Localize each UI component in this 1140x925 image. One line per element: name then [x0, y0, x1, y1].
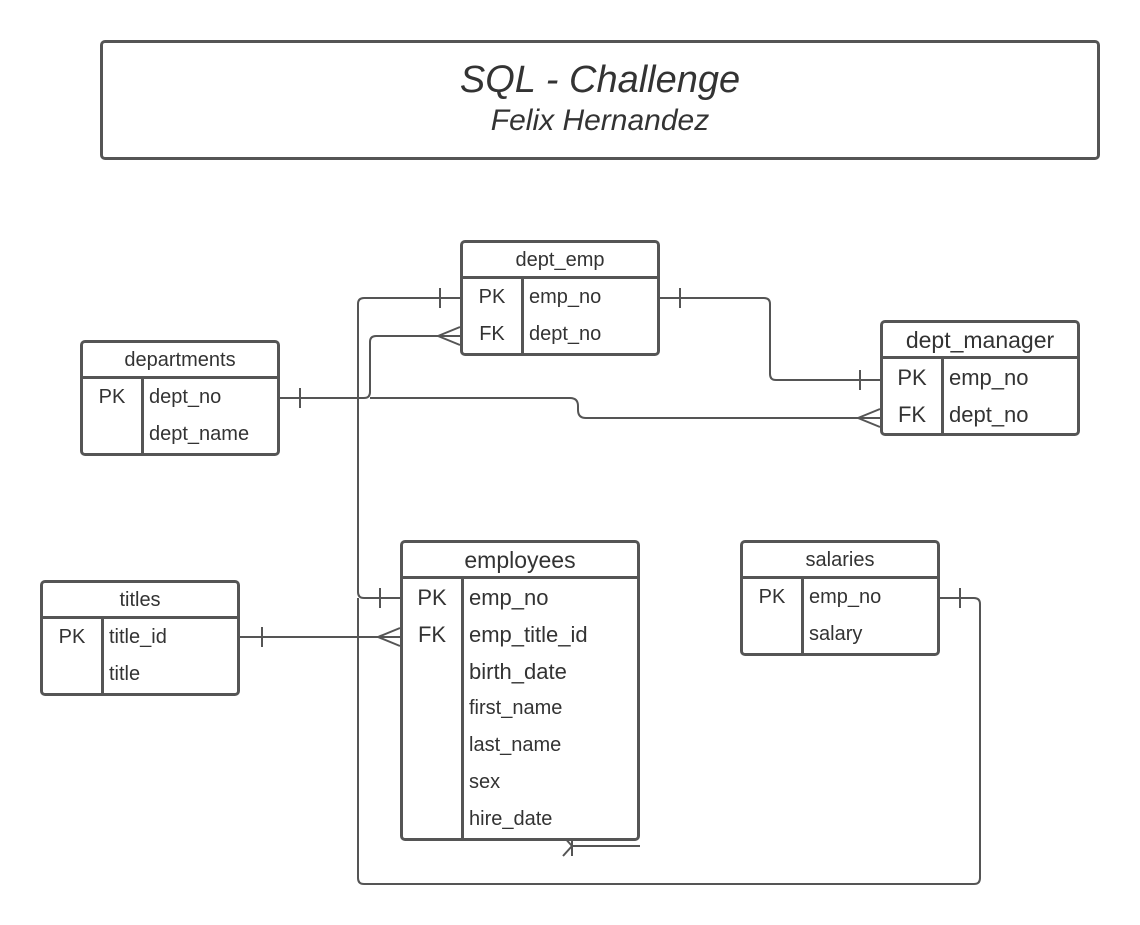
attribute-name: dept_name: [149, 423, 250, 445]
entity-employees[interactable]: employees PK emp_no FK emp_title_id birt…: [400, 540, 640, 841]
entity-dept-emp[interactable]: dept_emp PK emp_no FK dept_no: [460, 240, 660, 356]
rel-departments-dept-manager: [370, 397, 880, 419]
entity-name: dept_emp: [463, 243, 657, 279]
entity-titles[interactable]: titles PK title_id title: [40, 580, 240, 696]
entity-dept-manager[interactable]: dept_manager PK emp_no FK dept_no: [880, 320, 1080, 436]
rel-many-marker: [377, 627, 401, 647]
key-label: PK: [758, 586, 786, 608]
key-label: FK: [897, 401, 927, 427]
key-label: PK: [897, 364, 927, 390]
attribute-row: PK dept_no: [83, 379, 277, 416]
attribute-row: dept_name: [83, 416, 277, 453]
rel-dept-emp-dept-manager: [660, 297, 880, 381]
diagram-title: SQL - Challenge: [459, 59, 741, 101]
attribute-row: last_name: [403, 727, 637, 764]
attribute-name: title: [109, 663, 141, 685]
attribute-name: emp_no: [949, 364, 1029, 390]
entity-departments[interactable]: departments PK dept_no dept_name: [80, 340, 280, 456]
attribute-row: hire_date: [403, 801, 637, 838]
entity-name: departments: [83, 343, 277, 379]
attribute-row: PK title_id: [43, 619, 237, 656]
attribute-name: dept_no: [949, 401, 1029, 427]
attribute-name: birth_date: [469, 658, 567, 684]
entity-salaries[interactable]: salaries PK emp_no salary: [740, 540, 940, 656]
entity-name: dept_manager: [883, 323, 1077, 359]
entity-name: salaries: [743, 543, 937, 579]
key-label: FK: [479, 323, 505, 345]
attribute-row: title: [43, 656, 237, 693]
attribute-row: FK emp_title_id: [403, 616, 637, 653]
diagram-author: Felix Hernandez: [490, 104, 710, 137]
attribute-row: PK emp_no: [403, 579, 637, 616]
attribute-row: PK emp_no: [463, 279, 657, 316]
rel-many-marker: [857, 408, 881, 428]
key-label: PK: [58, 626, 86, 648]
attribute-row: birth_date: [403, 653, 637, 690]
entity-name: titles: [43, 583, 237, 619]
attribute-name: sex: [469, 771, 501, 793]
attribute-name: emp_no: [809, 586, 882, 608]
attribute-row: PK emp_no: [883, 359, 1077, 396]
key-label: PK: [478, 286, 506, 308]
rel-employees-dept-emp: [357, 297, 460, 599]
attribute-row: FK dept_no: [463, 316, 657, 353]
attribute-name: salary: [809, 623, 863, 645]
attribute-row: salary: [743, 616, 937, 653]
attribute-name: hire_date: [469, 808, 553, 830]
key-label: PK: [417, 584, 447, 610]
rel-salaries-employees: [357, 597, 981, 885]
rel-many-marker: [437, 326, 461, 346]
attribute-name: first_name: [469, 697, 563, 719]
rel-departments-dept-emp: [280, 335, 460, 399]
attribute-name: last_name: [469, 734, 562, 756]
attribute-name: emp_no: [469, 584, 549, 610]
entity-name: employees: [403, 543, 637, 579]
key-label: FK: [417, 621, 447, 647]
attribute-row: PK emp_no: [743, 579, 937, 616]
attribute-row: sex: [403, 764, 637, 801]
attribute-name: emp_title_id: [469, 621, 588, 647]
attribute-row: FK dept_no: [883, 396, 1077, 433]
attribute-row: first_name: [403, 690, 637, 727]
attribute-name: dept_no: [149, 386, 222, 408]
attribute-name: title_id: [109, 626, 167, 648]
key-label: PK: [98, 386, 126, 408]
attribute-name: dept_no: [529, 323, 602, 345]
attribute-name: emp_no: [529, 286, 602, 308]
diagram-title-box: SQL - Challenge Felix Hernandez: [100, 40, 1100, 160]
